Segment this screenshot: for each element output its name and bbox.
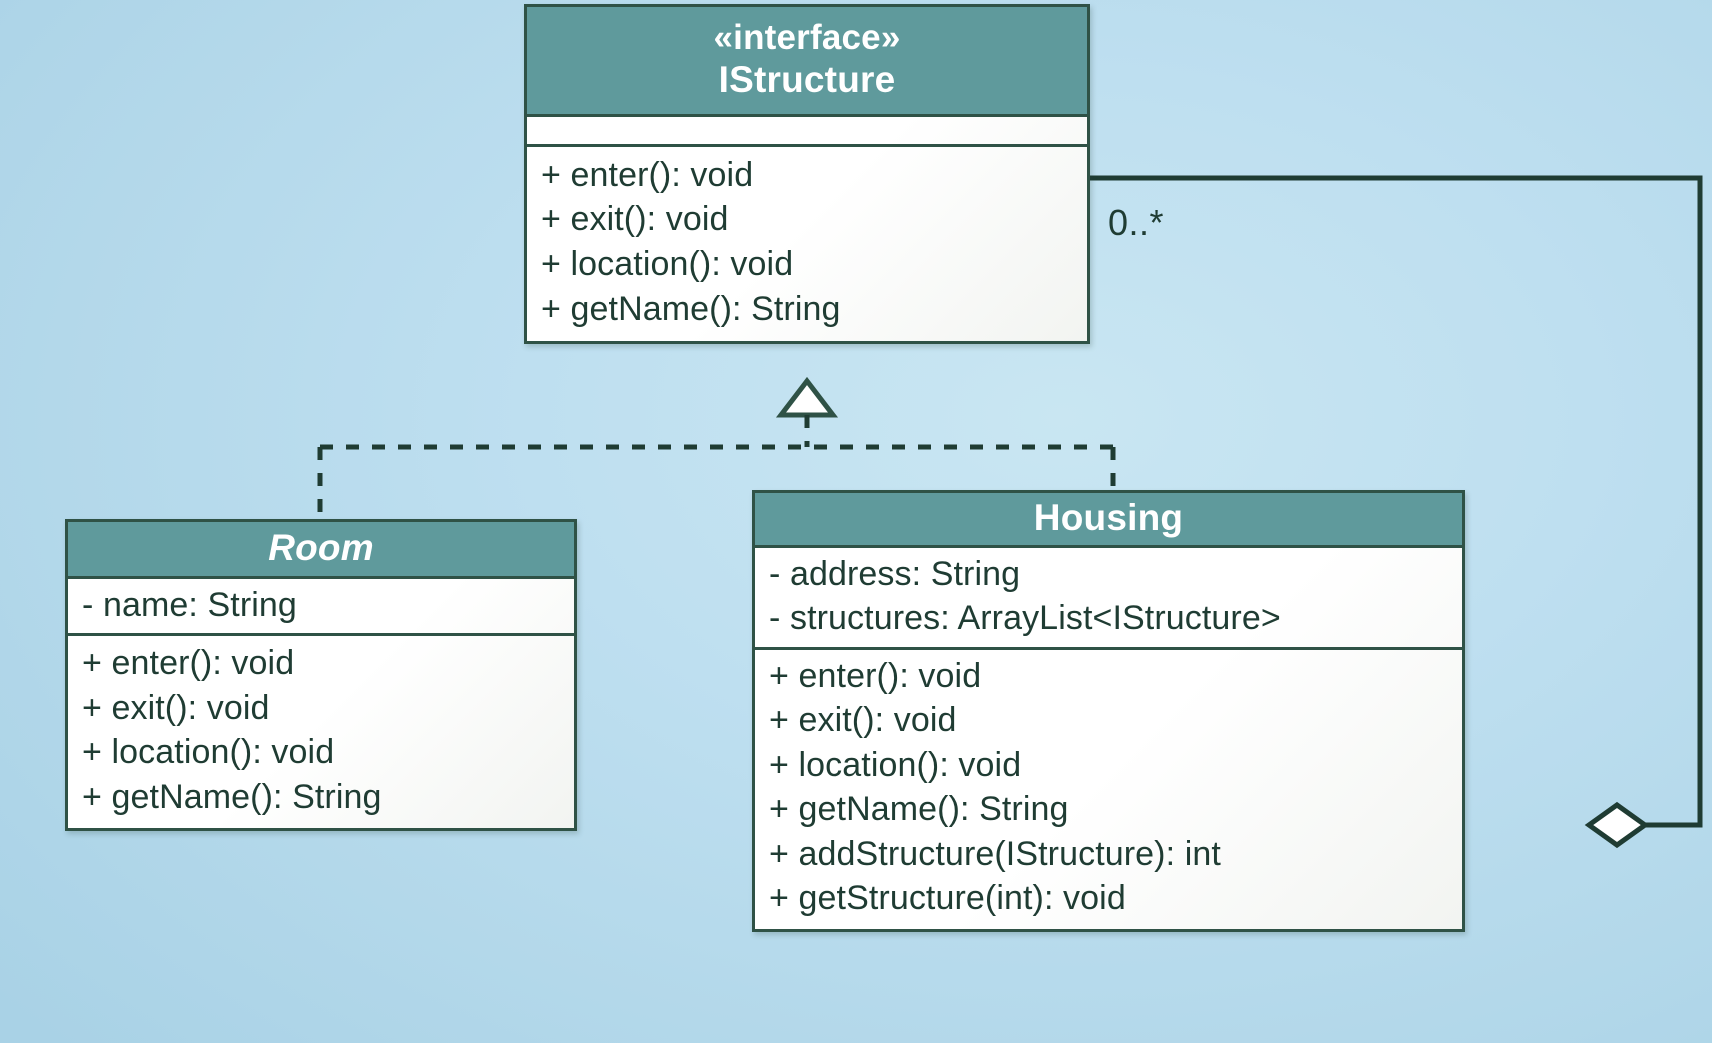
class-stereotype-istructure: «interface»	[713, 18, 901, 57]
operation-row: + enter(): void	[769, 656, 982, 695]
class-header-istructure: «interface» IStructure	[527, 7, 1087, 117]
operation-row: + location(): void	[769, 745, 1022, 784]
operation-row: + getName(): String	[541, 289, 841, 328]
attribute-row: - name: String	[82, 585, 297, 624]
class-box-room[interactable]: Room - name: String + enter(): void + ex…	[65, 519, 577, 832]
operations-compartment-room: + enter(): void + exit(): void + locatio…	[68, 636, 574, 828]
attributes-compartment-istructure	[527, 117, 1087, 147]
operation-row: + getName(): String	[769, 790, 1069, 829]
aggregation-multiplicity-label: 0..*	[1108, 202, 1165, 243]
operation-row: + exit(): void	[769, 701, 957, 740]
operation-row: + exit(): void	[82, 688, 270, 727]
class-name-room: Room	[268, 527, 374, 568]
attribute-row: - structures: ArrayList<IStructure>	[769, 599, 1281, 638]
operation-row: + location(): void	[82, 733, 335, 772]
class-name-istructure: IStructure	[718, 59, 896, 101]
class-box-istructure[interactable]: «interface» IStructure + enter(): void +…	[524, 4, 1090, 345]
operation-row: + enter(): void	[541, 155, 754, 194]
operation-row: + getStructure(int): void	[769, 879, 1126, 918]
operations-compartment-istructure: + enter(): void + exit(): void + locatio…	[527, 147, 1087, 341]
operation-row: + exit(): void	[541, 200, 729, 239]
attributes-compartment-room: - name: String	[68, 579, 574, 637]
attribute-row: - address: String	[769, 554, 1021, 593]
operation-row: + addStructure(IStructure): int	[769, 834, 1221, 873]
class-box-housing[interactable]: Housing - address: String - structures: …	[752, 490, 1465, 932]
operation-row: + enter(): void	[82, 644, 295, 683]
operations-compartment-housing: + enter(): void + exit(): void + locatio…	[755, 650, 1462, 929]
hollow-triangle-arrowhead	[775, 376, 839, 418]
class-name-housing: Housing	[1033, 497, 1184, 538]
hollow-diamond-arrowhead	[1584, 801, 1650, 849]
class-header-housing: Housing	[755, 493, 1462, 548]
attributes-compartment-housing: - address: String - structures: ArrayLis…	[755, 548, 1462, 650]
class-header-room: Room	[68, 522, 574, 579]
operation-row: + getName(): String	[82, 777, 382, 816]
operation-row: + location(): void	[541, 245, 794, 284]
